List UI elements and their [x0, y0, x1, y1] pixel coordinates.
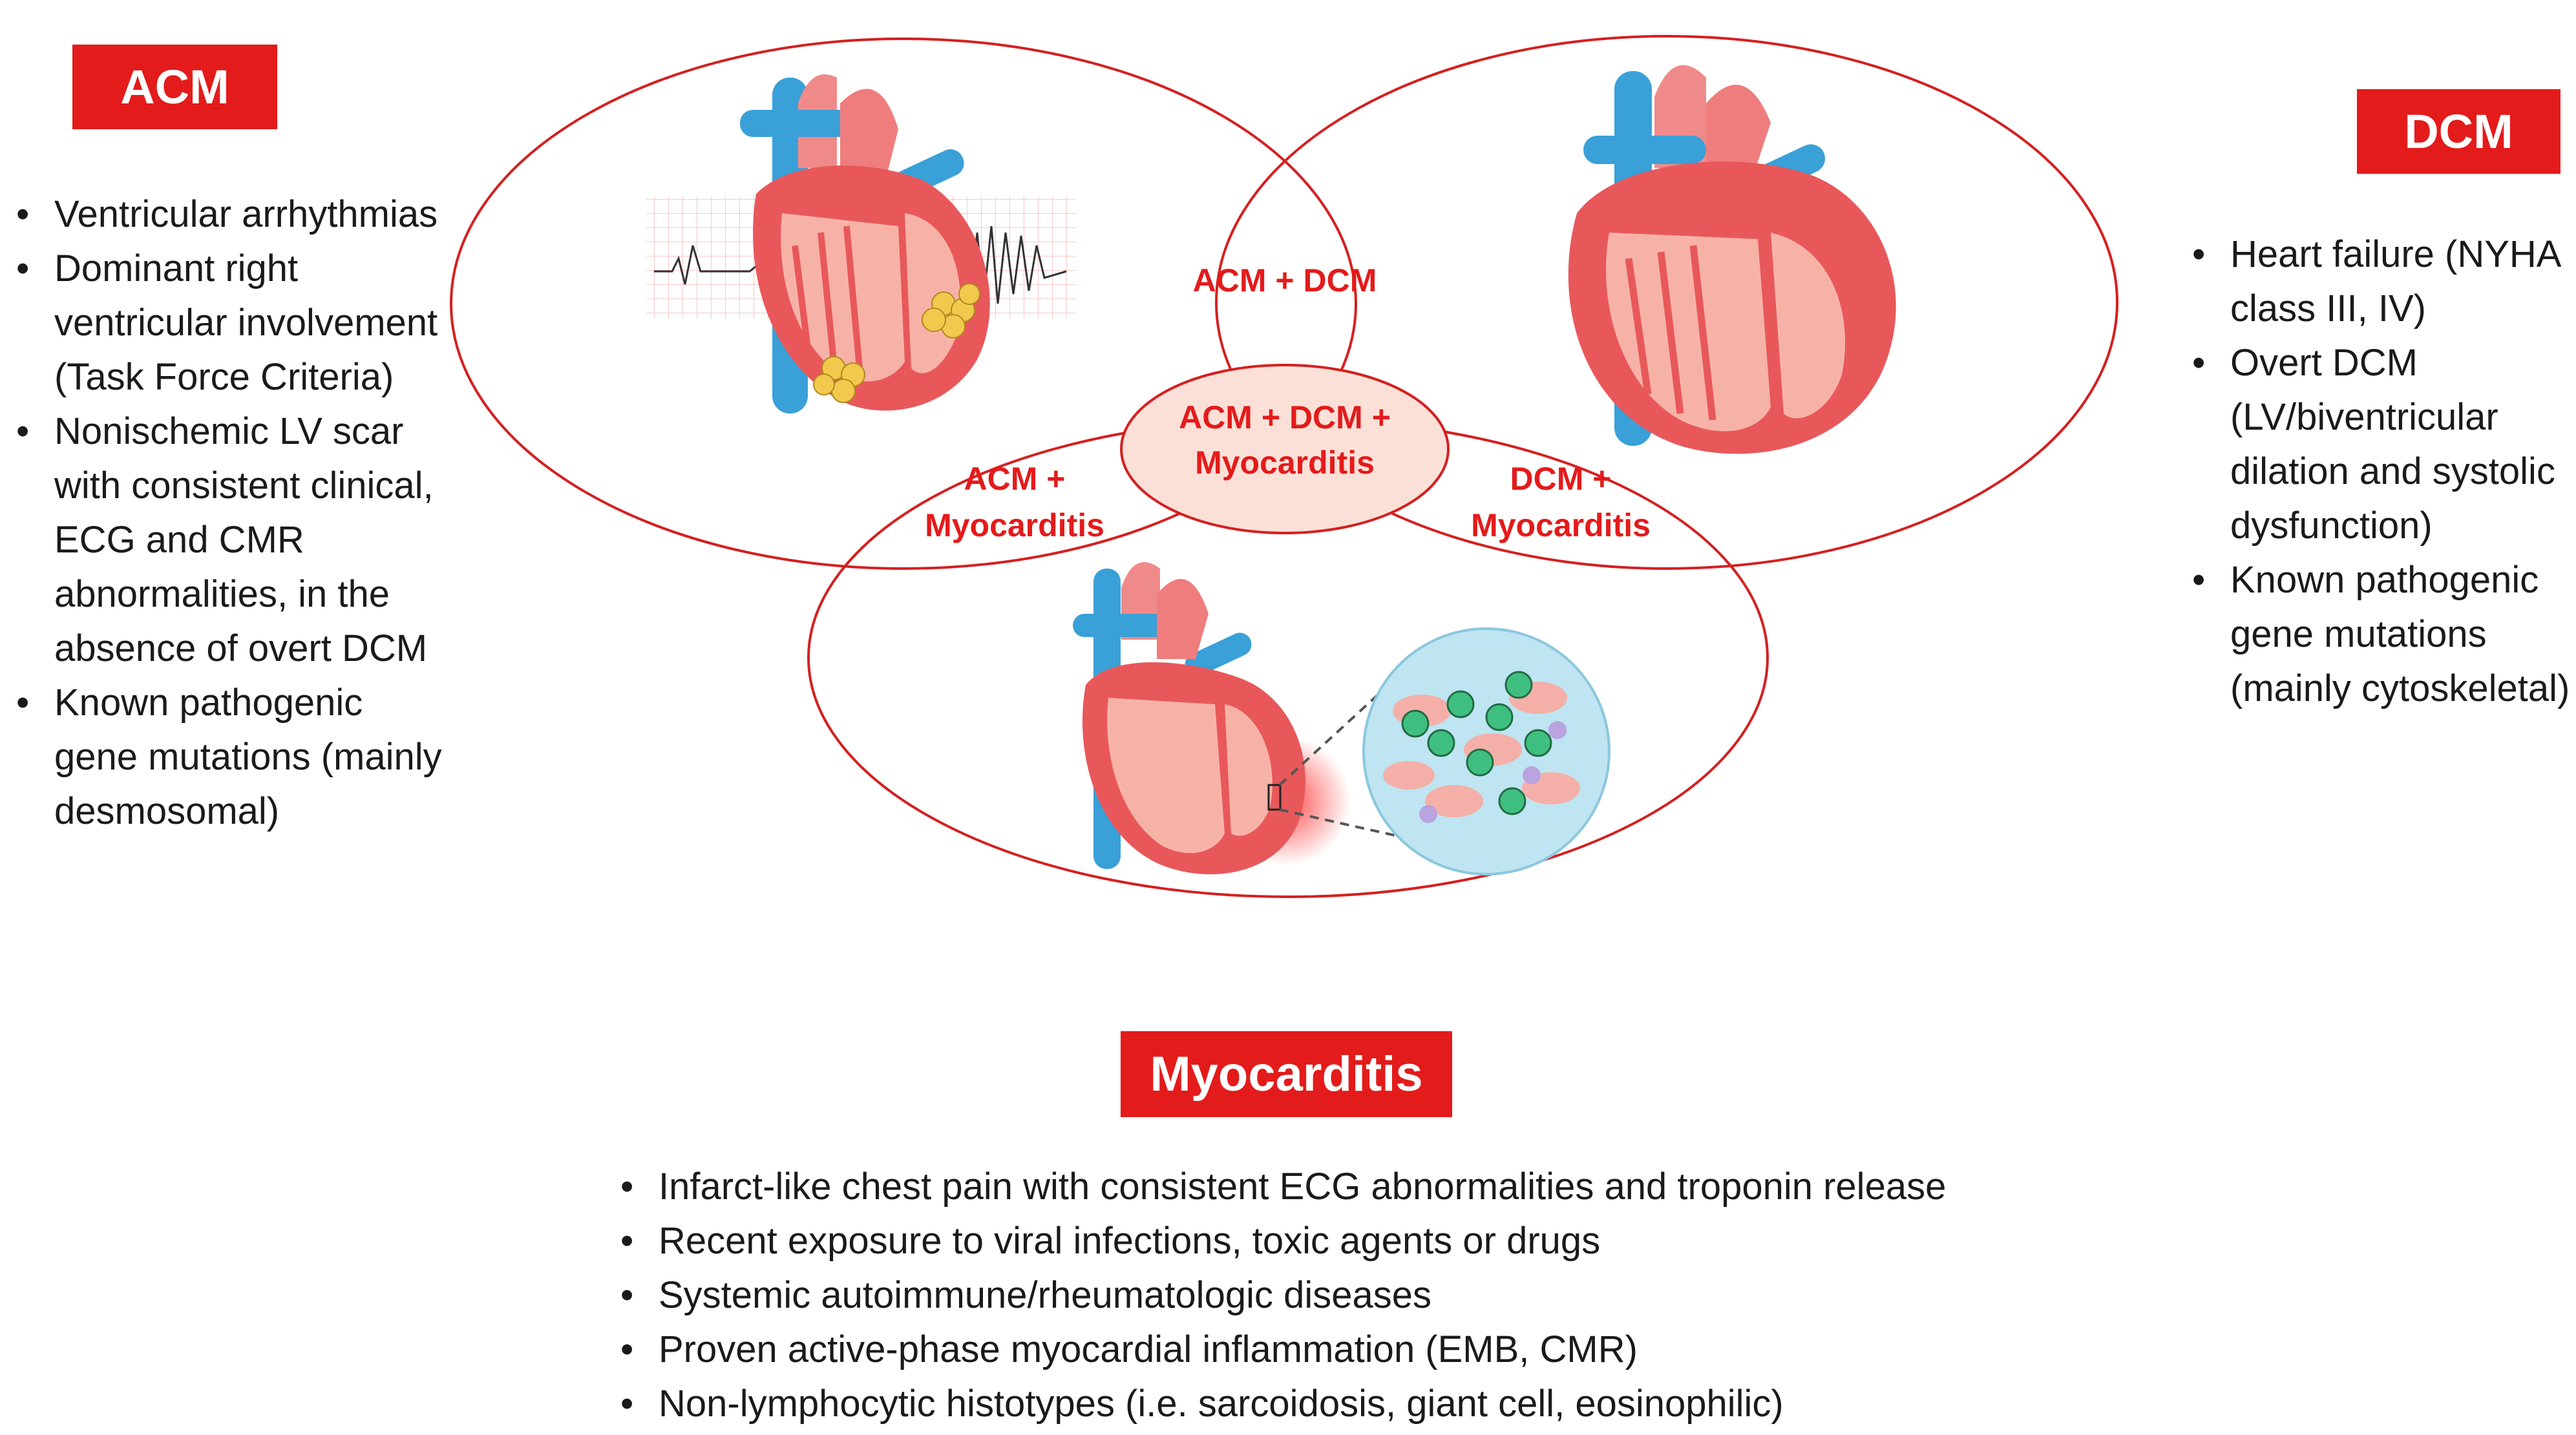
acm-circle: [450, 37, 1357, 570]
dcm-heart-illustration: [1568, 65, 1896, 454]
label-acm-myo-line1: ACM +: [964, 461, 1066, 497]
dcm-criterion: Known pathogenic gene mutations (mainly …: [2192, 553, 2573, 716]
inflammation-tissue-illustration: [1362, 627, 1610, 875]
myocarditis-criterion: Systemic autoimmune/rheumatologic diseas…: [620, 1268, 2171, 1323]
dcm-circle: [1215, 35, 2118, 570]
myocarditis-criterion: Non-lymphocytic histotypes (i.e. sarcoid…: [620, 1377, 2171, 1431]
label-dcm-myo-line1: DCM +: [1510, 461, 1612, 497]
myocarditis-heart-illustration: [1073, 562, 1416, 875]
label-all-line2: Myocarditis: [1195, 445, 1375, 481]
myocarditis-title: Myocarditis: [1121, 1031, 1452, 1117]
acm-criterion: Dominant right ventricular involvement (…: [16, 242, 443, 404]
label-all-line1: ACM + DCM +: [1179, 399, 1391, 435]
label-dcm-myo-line2: Myocarditis: [1471, 507, 1651, 543]
myocarditis-criterion: Recent exposure to viral infections, tox…: [620, 1214, 2171, 1268]
dcm-criterion: Heart failure (NYHA class III, IV): [2192, 227, 2573, 336]
dcm-criterion: Overt DCM (LV/biventricular dilation and…: [2192, 336, 2573, 553]
acm-title: ACM: [72, 45, 277, 129]
label-acm-myo-line2: Myocarditis: [925, 507, 1104, 543]
acm-criterion: Nonischemic LV scar with consistent clin…: [16, 404, 443, 676]
myocarditis-criteria-list: Infarct-like chest pain with consistent …: [620, 1160, 2171, 1431]
dcm-criteria-list: Heart failure (NYHA class III, IV) Overt…: [2192, 227, 2573, 716]
dcm-title: DCM: [2357, 89, 2560, 174]
myocarditis-criterion: Proven active-phase myocardial inflammat…: [620, 1323, 2171, 1377]
acm-heart-illustration: [740, 74, 990, 414]
myocarditis-criterion: Infarct-like chest pain with consistent …: [620, 1160, 2171, 1214]
acm-criterion: Known pathogenic gene mutations (mainly …: [16, 676, 443, 839]
acm-criterion: Ventricular arrhythmias: [16, 187, 443, 242]
center-overlap: [1120, 364, 1450, 534]
label-acm-dcm: ACM + DCM: [1193, 262, 1377, 299]
acm-criteria-list: Ventricular arrhythmias Dominant right v…: [16, 187, 443, 839]
